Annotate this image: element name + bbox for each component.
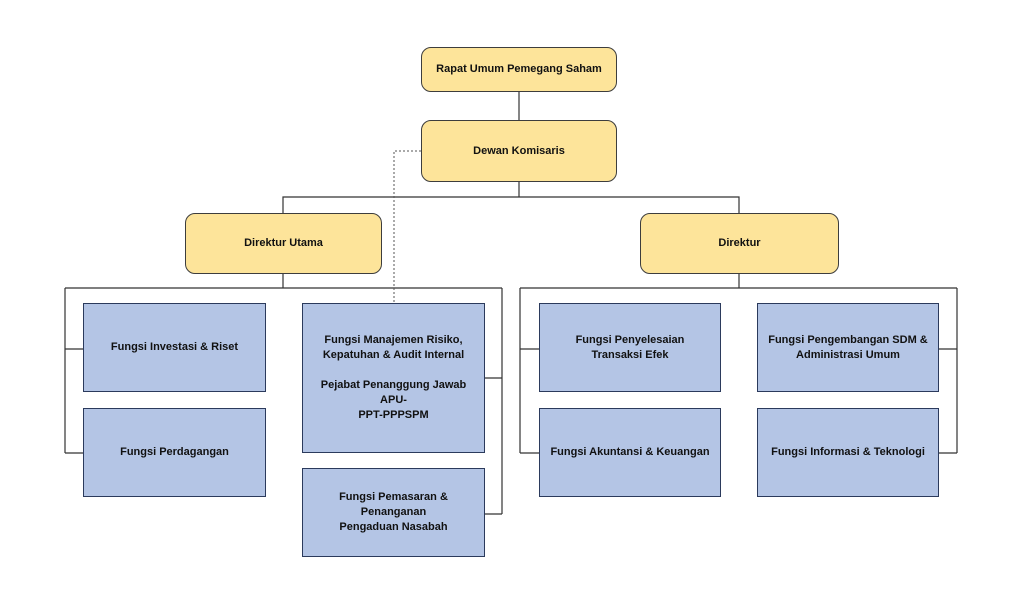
- connector-dewan-dirut: [282, 196, 740, 213]
- fungsi-it-label: Fungsi Informasi & Teknologi: [771, 446, 925, 458]
- fungsi-manajemen-risiko-label: Fungsi Manajemen Risiko,: [324, 334, 463, 346]
- fungsi-perdagangan-label: Fungsi Perdagangan: [120, 446, 229, 458]
- fungsi-penyelesaian-label: Fungsi Penyelesaian Transaksi Efek: [575, 333, 685, 361]
- fungsi-investasi-label: Fungsi Investasi & Riset: [110, 341, 239, 353]
- fungsi-penyelesaian-box: Fungsi Penyelesaian Transaksi Efek: [539, 303, 721, 392]
- fungsi-sdm-box: Fungsi Pengembangan SDM & Administrasi U…: [757, 303, 939, 392]
- fungsi-akuntansi-label: Fungsi Akuntansi & Keuangan: [550, 446, 710, 458]
- fungsi-akuntansi-box: Fungsi Akuntansi & Keuangan: [539, 408, 721, 497]
- dotted-connector-dewan-risiko: [393, 150, 421, 303]
- fungsi-sdm-label: Fungsi Pengembangan SDM &: [768, 333, 928, 346]
- fungsi-sdm-label-2: Administrasi Umum: [796, 348, 900, 361]
- fungsi-manajemen-risiko-box: Fungsi Manajemen Risiko, Kepatuhan & Aud…: [302, 303, 485, 453]
- direktur-label: Direktur: [718, 237, 761, 249]
- fungsi-pemasaran-label: Fungsi Pemasaran & Penanganan: [339, 491, 448, 518]
- direktur-utama-label: Direktur Utama: [244, 237, 323, 249]
- fungsi-pemasaran-box: Fungsi Pemasaran & Penanganan Pengaduan …: [302, 468, 485, 557]
- direktur-utama-box: Direktur Utama: [185, 213, 382, 274]
- fungsi-perdagangan-box: Fungsi Perdagangan: [83, 408, 266, 497]
- fungsi-investasi-box: Fungsi Investasi & Riset: [83, 303, 266, 392]
- fungsi-manajemen-risiko-label-2: Kepatuhan & Audit Internal: [322, 349, 465, 361]
- pejabat-apu-label-2: PPT-PPPSPM: [358, 409, 429, 421]
- dewan-komisaris-box: Dewan Komisaris: [421, 120, 617, 182]
- dewan-komisaris-label: Dewan Komisaris: [473, 144, 565, 157]
- fungsi-manajemen-risiko-text: Fungsi Manajemen Risiko, Kepatuhan & Aud…: [313, 333, 474, 423]
- rups-box: Rapat Umum Pemegang Saham: [421, 47, 617, 92]
- rups-label: Rapat Umum Pemegang Saham: [436, 63, 602, 75]
- fungsi-it-box: Fungsi Informasi & Teknologi: [757, 408, 939, 497]
- fungsi-pemasaran-text: Fungsi Pemasaran & Penanganan Pengaduan …: [313, 490, 474, 535]
- fungsi-pemasaran-label-2: Pengaduan Nasabah: [339, 521, 448, 533]
- fungsi-sdm-text: Fungsi Pengembangan SDM & Administrasi U…: [768, 333, 928, 363]
- direktur-box: Direktur: [640, 213, 839, 274]
- pejabat-apu-label: Pejabat Penanggung Jawab APU-: [320, 379, 467, 406]
